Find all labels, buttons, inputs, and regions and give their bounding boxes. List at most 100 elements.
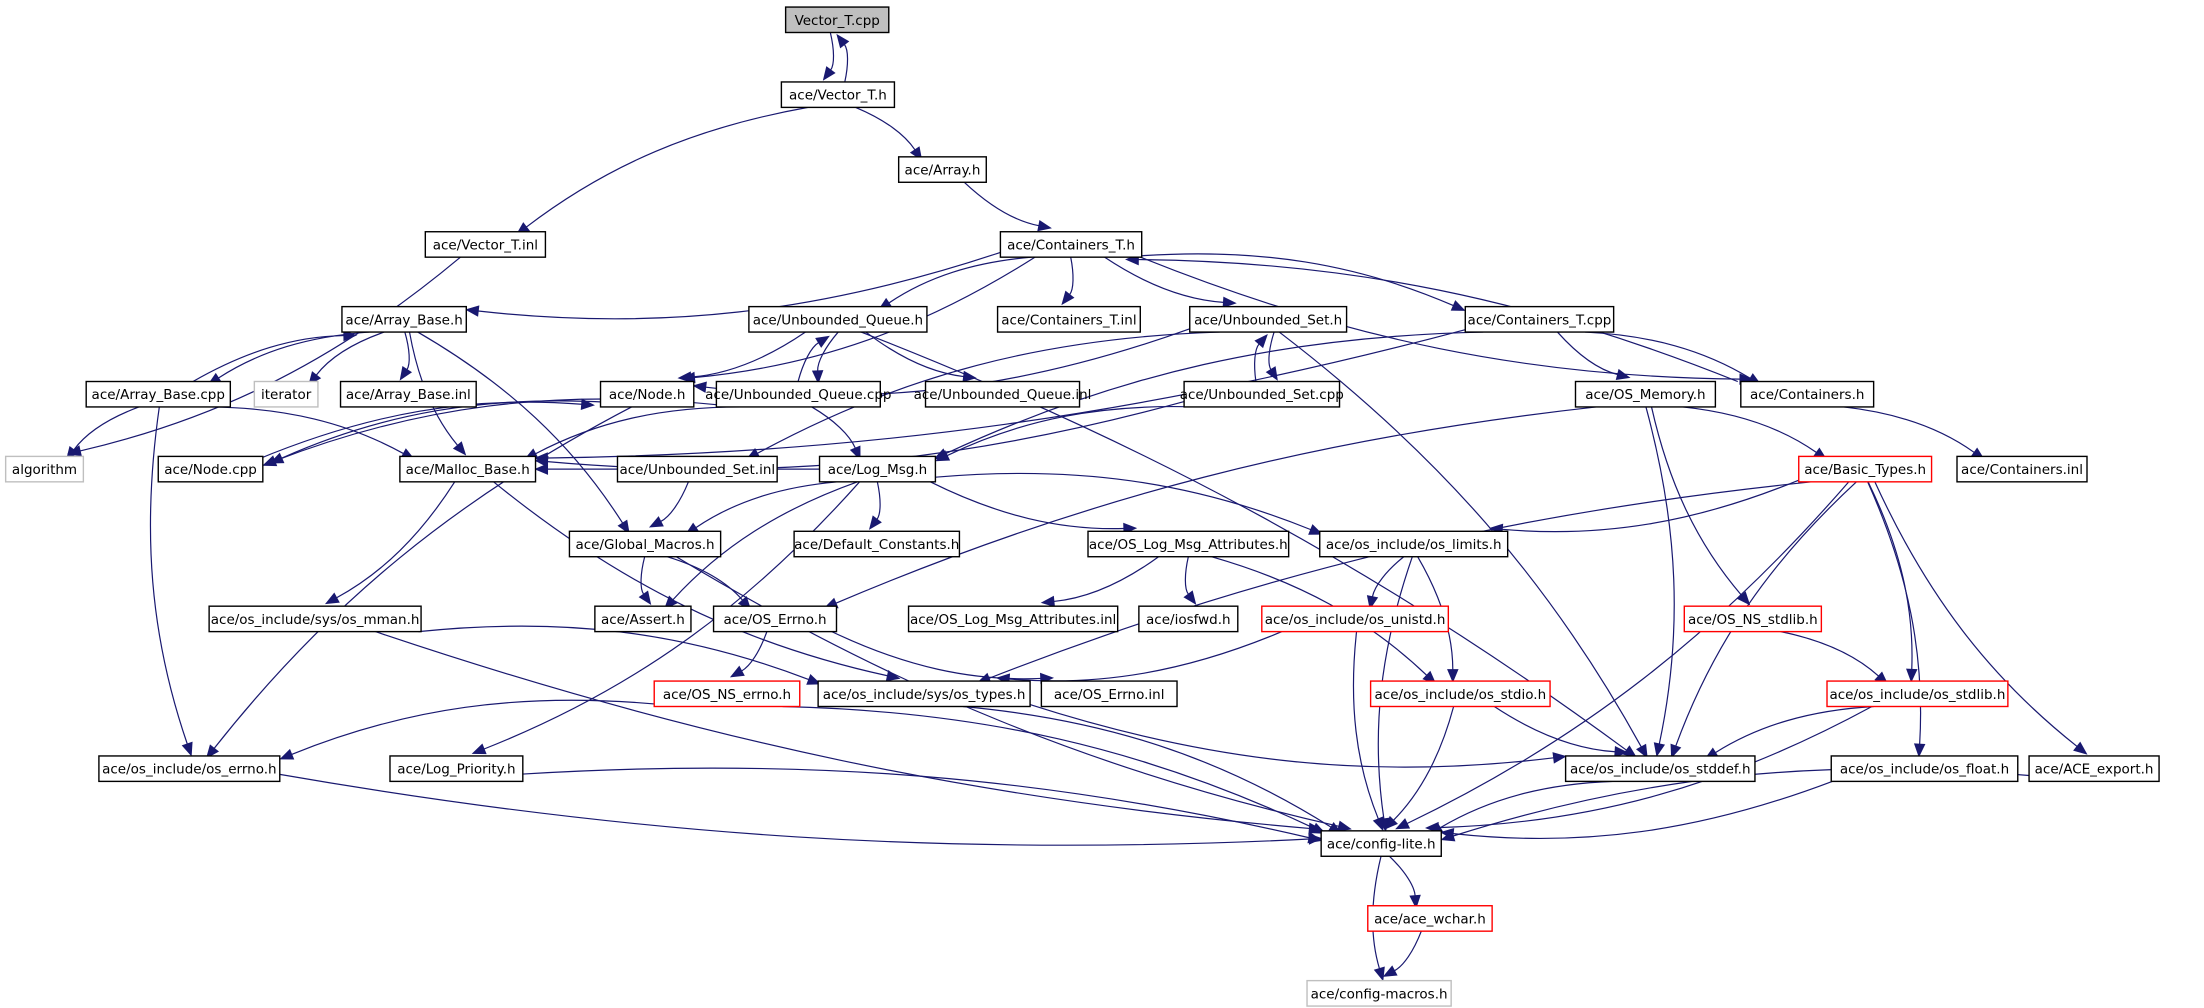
node-box[interactable] — [793, 530, 961, 558]
node-os-ns-stdlib-h[interactable]: ace/OS_NS_stdlib.h — [1683, 605, 1823, 633]
node-box[interactable] — [924, 380, 1081, 408]
node-box[interactable] — [1183, 380, 1341, 408]
node-os-types-h[interactable]: ace/os_include/sys/os_types.h — [817, 680, 1031, 708]
node-os-mman-h[interactable]: ace/os_include/sys/os_mman.h — [208, 605, 422, 633]
node-os-log-msg-attributes-inl[interactable]: ace/OS_Log_Msg_Attributes.inl — [907, 605, 1119, 633]
node-box[interactable] — [1087, 530, 1290, 558]
node-os-stddef-h[interactable]: ace/os_include/os_stddef.h — [1564, 755, 1756, 783]
node-box[interactable] — [1319, 530, 1509, 558]
node-os-ns-errno-h[interactable]: ace/OS_NS_errno.h — [653, 680, 801, 708]
node-box[interactable] — [1740, 380, 1875, 408]
node-box[interactable] — [389, 755, 524, 783]
node-containers-inl[interactable]: ace/Containers.inl — [1956, 455, 2088, 483]
node-box[interactable] — [1306, 979, 1452, 1007]
node-unbounded-queue-cpp[interactable]: ace/Unbounded_Queue.cpp — [705, 380, 892, 408]
node-os-errno-h[interactable]: ace/os_include/os_errno.h — [98, 755, 281, 783]
node-global-macros-h[interactable]: ace/Global_Macros.h — [568, 530, 722, 558]
node-box[interactable] — [1564, 755, 1756, 783]
node-box[interactable] — [157, 455, 264, 483]
node-node-h[interactable]: ace/Node.h — [599, 380, 695, 408]
node-containers-t-cpp[interactable]: ace/Containers_T.cpp — [1464, 305, 1615, 333]
node-box[interactable] — [1683, 605, 1823, 633]
node-box[interactable] — [616, 455, 778, 483]
node-box[interactable] — [817, 680, 1031, 708]
node-unbounded-set-cpp[interactable]: ace/Unbounded_Set.cpp — [1180, 380, 1344, 408]
node-iosfwd-h[interactable]: ace/iosfwd.h — [1138, 605, 1239, 633]
node-box[interactable] — [897, 156, 987, 183]
node-box[interactable] — [594, 605, 692, 633]
node-box[interactable] — [748, 305, 928, 333]
node-os-log-msg-attributes-h[interactable]: ace/OS_Log_Msg_Attributes.h — [1087, 530, 1290, 558]
node-log-priority-h[interactable]: ace/Log_Priority.h — [389, 755, 524, 783]
node-assert-h[interactable]: ace/Assert.h — [594, 605, 692, 633]
node-iterator[interactable]: iterator — [253, 380, 319, 408]
node-box[interactable] — [1367, 905, 1493, 932]
node-array-h[interactable]: ace/Array.h — [897, 156, 987, 183]
node-unbounded-queue-h[interactable]: ace/Unbounded_Queue.h — [748, 305, 928, 333]
node-box[interactable] — [599, 380, 695, 408]
node-box[interactable] — [715, 380, 881, 408]
node-unbounded-set-inl[interactable]: ace/Unbounded_Set.inl — [616, 455, 778, 483]
node-box[interactable] — [208, 605, 422, 633]
node-box[interactable] — [1574, 380, 1717, 408]
node-log-msg-h[interactable]: ace/Log_Msg.h — [818, 455, 937, 483]
node-containers-t-inl[interactable]: ace/Containers_T.inl — [996, 305, 1141, 333]
node-os-limits-h[interactable]: ace/os_include/os_limits.h — [1319, 530, 1509, 558]
node-box[interactable] — [1189, 305, 1348, 333]
node-box[interactable] — [341, 305, 467, 333]
node-os-stdlib-h[interactable]: ace/os_include/os_stdlib.h — [1826, 680, 2009, 708]
node-vector-t-h[interactable]: ace/Vector_T.h — [780, 81, 896, 109]
node-node-cpp[interactable]: ace/Node.cpp — [157, 455, 264, 483]
node-box[interactable] — [907, 605, 1119, 633]
node-box[interactable] — [1956, 455, 2088, 483]
node-box[interactable] — [1138, 605, 1239, 633]
node-box[interactable] — [1798, 455, 1933, 483]
node-unbounded-queue-inl[interactable]: ace/Unbounded_Queue.inl — [914, 380, 1092, 408]
node-vector-t-cpp[interactable]: Vector_T.cpp — [784, 6, 890, 34]
node-box[interactable] — [424, 231, 547, 258]
node-box[interactable] — [784, 6, 890, 34]
node-box[interactable] — [996, 305, 1141, 333]
node-box[interactable] — [1320, 830, 1442, 857]
node-ace-wchar-h[interactable]: ace/ace_wchar.h — [1367, 905, 1493, 932]
node-algorithm[interactable]: algorithm — [4, 455, 85, 483]
node-box[interactable] — [1826, 680, 2009, 708]
node-box[interactable] — [4, 455, 85, 483]
node-box[interactable] — [1040, 680, 1178, 708]
node-containers-t-h[interactable]: ace/Containers_T.h — [999, 231, 1143, 258]
node-box[interactable] — [253, 380, 319, 408]
node-os-errno-h-ace[interactable]: ace/OS_Errno.h — [712, 605, 838, 633]
node-box[interactable] — [780, 81, 896, 109]
node-box[interactable] — [818, 455, 937, 483]
node-box[interactable] — [653, 680, 801, 708]
node-array-base-inl[interactable]: ace/Array_Base.inl — [339, 380, 477, 408]
node-box[interactable] — [1464, 305, 1615, 333]
node-box[interactable] — [339, 380, 477, 408]
node-default-constants-h[interactable]: ace/Default_Constants.h — [793, 530, 961, 558]
node-box[interactable] — [1369, 680, 1551, 708]
node-box[interactable] — [568, 530, 722, 558]
node-box[interactable] — [1261, 605, 1450, 633]
node-os-float-h[interactable]: ace/os_include/os_float.h — [1830, 755, 2019, 783]
node-array-base-cpp[interactable]: ace/Array_Base.cpp — [85, 380, 232, 408]
node-config-macros-h[interactable]: ace/config-macros.h — [1306, 979, 1452, 1007]
node-os-memory-h[interactable]: ace/OS_Memory.h — [1574, 380, 1717, 408]
node-os-unistd-h[interactable]: ace/os_include/os_unistd.h — [1261, 605, 1450, 633]
node-box[interactable] — [712, 605, 838, 633]
node-box[interactable] — [999, 231, 1143, 258]
node-box[interactable] — [1830, 755, 2019, 783]
node-malloc-base-h[interactable]: ace/Malloc_Base.h — [399, 455, 537, 483]
node-box[interactable] — [98, 755, 281, 783]
node-ace-export-h[interactable]: ace/ACE_export.h — [2028, 755, 2160, 783]
node-box[interactable] — [85, 380, 232, 408]
node-os-stdio-h[interactable]: ace/os_include/os_stdio.h — [1369, 680, 1551, 708]
node-containers-h[interactable]: ace/Containers.h — [1740, 380, 1875, 408]
node-box[interactable] — [2028, 755, 2160, 783]
node-os-errno-inl[interactable]: ace/OS_Errno.inl — [1040, 680, 1178, 708]
node-unbounded-set-h[interactable]: ace/Unbounded_Set.h — [1189, 305, 1348, 333]
node-array-base-h[interactable]: ace/Array_Base.h — [341, 305, 467, 333]
node-basic-types-h[interactable]: ace/Basic_Types.h — [1798, 455, 1933, 483]
node-box[interactable] — [399, 455, 537, 483]
node-config-lite-h[interactable]: ace/config-lite.h — [1320, 830, 1442, 857]
node-vector-t-inl[interactable]: ace/Vector_T.inl — [424, 231, 547, 258]
